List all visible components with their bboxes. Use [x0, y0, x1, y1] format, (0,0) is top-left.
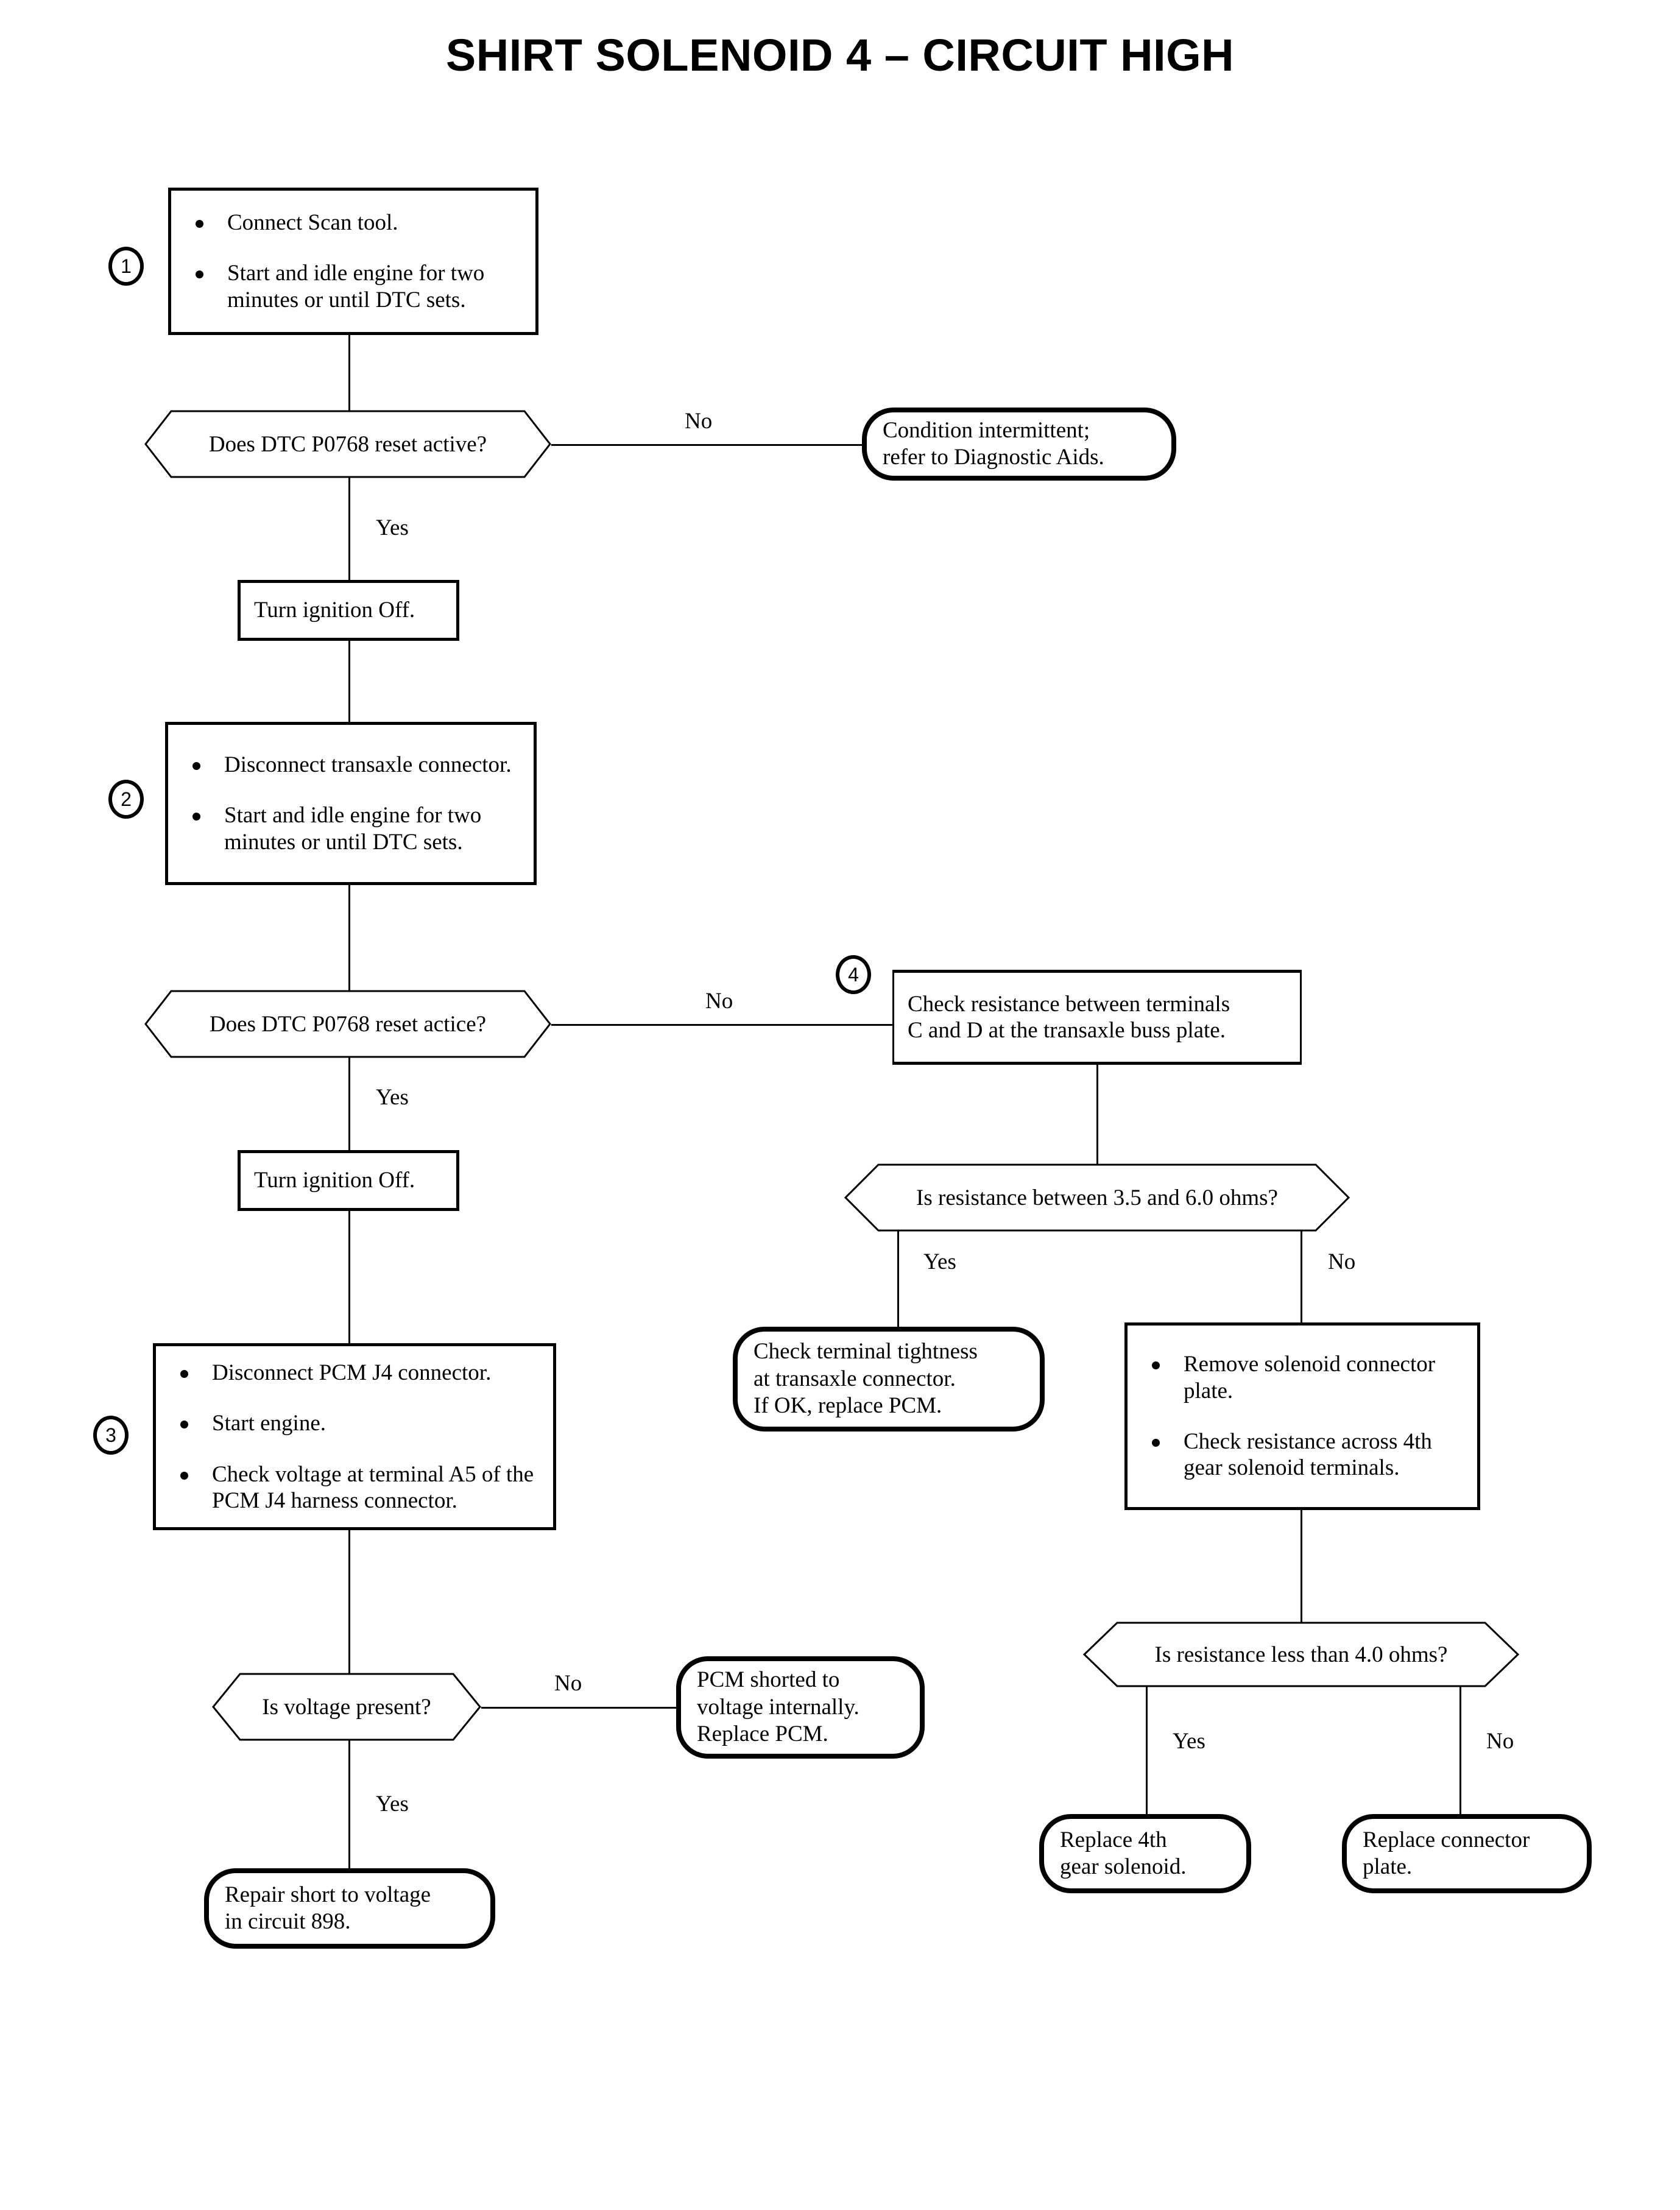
connector-decision1-to-ignition1 — [348, 470, 350, 580]
terminator-line: gear solenoid. — [1060, 1854, 1187, 1879]
process-text: Check resistance between terminals C and… — [894, 991, 1300, 1044]
connector-decisionres2-no — [1459, 1662, 1461, 1814]
terminator-text: Repair short to voltage in circuit 898. — [209, 1882, 490, 1936]
branch-label-no-1: No — [685, 409, 713, 434]
terminator-repair-short-to-voltage: Repair short to voltage in circuit 898. — [204, 1868, 495, 1949]
connector-decision2-no — [551, 1024, 892, 1026]
step-2-bullet-list: Disconnect transaxle connector. Start an… — [168, 752, 534, 855]
process-text: Turn ignition Off. — [254, 1168, 415, 1193]
decision-label: Is resistance between 3.5 and 6.0 ohms? — [916, 1185, 1278, 1210]
process-step-4: Check resistance between terminals C and… — [892, 970, 1302, 1065]
branch-label-yes-2: Yes — [376, 1085, 409, 1110]
connector-ignition1-to-step2 — [348, 641, 350, 1505]
terminator-line: at transaxle connector. — [754, 1366, 956, 1391]
list-item: Start and idle engine for two minutes or… — [192, 260, 524, 313]
connector-step3-to-decisionvoltage — [348, 1530, 350, 1682]
step-number-3-label: 3 — [105, 1424, 116, 1446]
decision-dtc-reset-actice: Does DTC P0768 reset actice? — [144, 990, 551, 1058]
decision-label: Is voltage present? — [262, 1694, 431, 1720]
connector-step4-to-decisionres1 — [1096, 1065, 1098, 1167]
connector-decisionres2-yes — [1146, 1662, 1148, 1814]
terminator-line: plate. — [1363, 1854, 1413, 1879]
terminator-line: Replace connector — [1363, 1827, 1530, 1852]
decision-label: Does DTC P0768 reset actice? — [209, 1011, 487, 1037]
process-step-2: Disconnect transaxle connector. Start an… — [165, 722, 537, 885]
branch-label-yes-r2: Yes — [1173, 1729, 1205, 1754]
list-item: Remove solenoid connector plate. — [1148, 1351, 1466, 1404]
step-number-1-label: 1 — [121, 255, 132, 277]
list-item: Disconnect PCM J4 connector. — [177, 1360, 542, 1386]
process-text: Turn ignition Off. — [254, 598, 415, 623]
terminator-replace-4th-gear-solenoid: Replace 4th gear solenoid. — [1039, 1814, 1251, 1893]
terminator-line: refer to Diagnostic Aids. — [883, 445, 1104, 470]
hexagon-shape — [144, 410, 551, 478]
decision-is-voltage-present: Is voltage present? — [212, 1673, 481, 1741]
terminator-text: PCM shorted to voltage internally. Repla… — [681, 1667, 920, 1748]
connector-decision1-no — [551, 444, 862, 446]
list-item: Check resistance across 4th gear solenoi… — [1148, 1428, 1466, 1481]
list-item: Check voltage at terminal A5 of the PCM … — [177, 1461, 542, 1514]
terminator-pcm-shorted: PCM shorted to voltage internally. Repla… — [676, 1656, 925, 1759]
hexagon-shape — [212, 1673, 481, 1741]
hexagon-shape — [144, 990, 551, 1058]
hexagon-shape — [1083, 1622, 1519, 1687]
terminator-text: Check terminal tightness at transaxle co… — [738, 1338, 1040, 1419]
terminator-check-terminal-tightness: Check terminal tightness at transaxle co… — [733, 1327, 1045, 1432]
list-item: Start and idle engine for two minutes or… — [189, 802, 523, 855]
decision-label: Does DTC P0768 reset active? — [208, 431, 487, 457]
branch-label-yes-3: Yes — [376, 1792, 409, 1816]
decision-dtc-reset-active: Does DTC P0768 reset active? — [144, 410, 551, 478]
connector-decisionres1-no — [1301, 1205, 1302, 1322]
list-item: Connect Scan tool. — [192, 210, 524, 236]
terminator-line: voltage internally. — [697, 1694, 859, 1720]
step-number-2: 2 — [108, 780, 144, 819]
process-line: C and D at the transaxle buss plate. — [908, 1018, 1226, 1043]
branch-label-yes-1: Yes — [376, 515, 409, 540]
terminator-line: Replace 4th — [1060, 1827, 1167, 1852]
hexagon-shape — [844, 1163, 1350, 1232]
terminator-text: Condition intermittent; refer to Diagnos… — [867, 417, 1171, 471]
branch-label-no-3: No — [554, 1671, 582, 1696]
step-number-1: 1 — [108, 247, 144, 286]
terminator-line: Repair short to voltage — [225, 1882, 431, 1907]
process-step-3: Disconnect PCM J4 connector. Start engin… — [153, 1343, 556, 1530]
connector-removesolenoid-to-decisionres2 — [1301, 1510, 1302, 1623]
step-1-bullet-list: Connect Scan tool. Start and idle engine… — [171, 210, 535, 313]
step-number-4-label: 4 — [848, 963, 859, 986]
connector-decisionres1-yes — [897, 1205, 899, 1327]
list-item: Disconnect transaxle connector. — [189, 752, 523, 778]
terminator-line: PCM shorted to — [697, 1667, 840, 1693]
step-number-3: 3 — [93, 1416, 129, 1455]
connector-decisionvoltage-no — [481, 1707, 676, 1709]
page-title: SHIRT SOLENOID 4 – CIRCUIT HIGH — [445, 30, 1235, 80]
terminator-line: in circuit 898. — [225, 1909, 351, 1934]
branch-label-no-r1: No — [1328, 1249, 1356, 1274]
connector-decisionvoltage-to-repairshort — [348, 1733, 350, 1868]
branch-label-no-r2: No — [1486, 1729, 1514, 1754]
decision-label: Is resistance less than 4.0 ohms? — [1154, 1642, 1448, 1667]
process-line: Check resistance between terminals — [908, 991, 1230, 1017]
terminator-line: Check terminal tightness — [754, 1339, 978, 1364]
terminator-text: Replace connector plate. — [1347, 1827, 1587, 1881]
decision-resistance-less-than-4-0: Is resistance less than 4.0 ohms? — [1083, 1622, 1519, 1687]
terminator-text: Replace 4th gear solenoid. — [1044, 1827, 1246, 1881]
process-remove-solenoid: Remove solenoid connector plate. Check r… — [1124, 1322, 1480, 1510]
step-number-2-label: 2 — [121, 788, 132, 810]
connector-step1-to-decision1 — [348, 335, 350, 415]
list-item: Start engine. — [177, 1410, 542, 1436]
terminator-line: Condition intermittent; — [883, 417, 1090, 443]
step-3-bullet-list: Disconnect PCM J4 connector. Start engin… — [156, 1360, 553, 1514]
terminator-replace-connector-plate: Replace connector plate. — [1342, 1814, 1592, 1893]
remove-solenoid-bullet-list: Remove solenoid connector plate. Check r… — [1128, 1351, 1477, 1481]
process-step-1: Connect Scan tool. Start and idle engine… — [168, 188, 538, 335]
process-turn-ignition-off-2: Turn ignition Off. — [238, 1150, 459, 1211]
branch-label-yes-r1: Yes — [923, 1249, 956, 1274]
branch-label-no-2: No — [705, 989, 733, 1014]
step-number-4: 4 — [836, 955, 871, 994]
terminator-line: If OK, replace PCM. — [754, 1393, 942, 1419]
process-turn-ignition-off-1: Turn ignition Off. — [238, 580, 459, 641]
terminator-line: Replace PCM. — [697, 1721, 828, 1747]
decision-resistance-between-3-5-and-6-0: Is resistance between 3.5 and 6.0 ohms? — [844, 1163, 1350, 1232]
terminator-condition-intermittent: Condition intermittent; refer to Diagnos… — [862, 408, 1176, 481]
